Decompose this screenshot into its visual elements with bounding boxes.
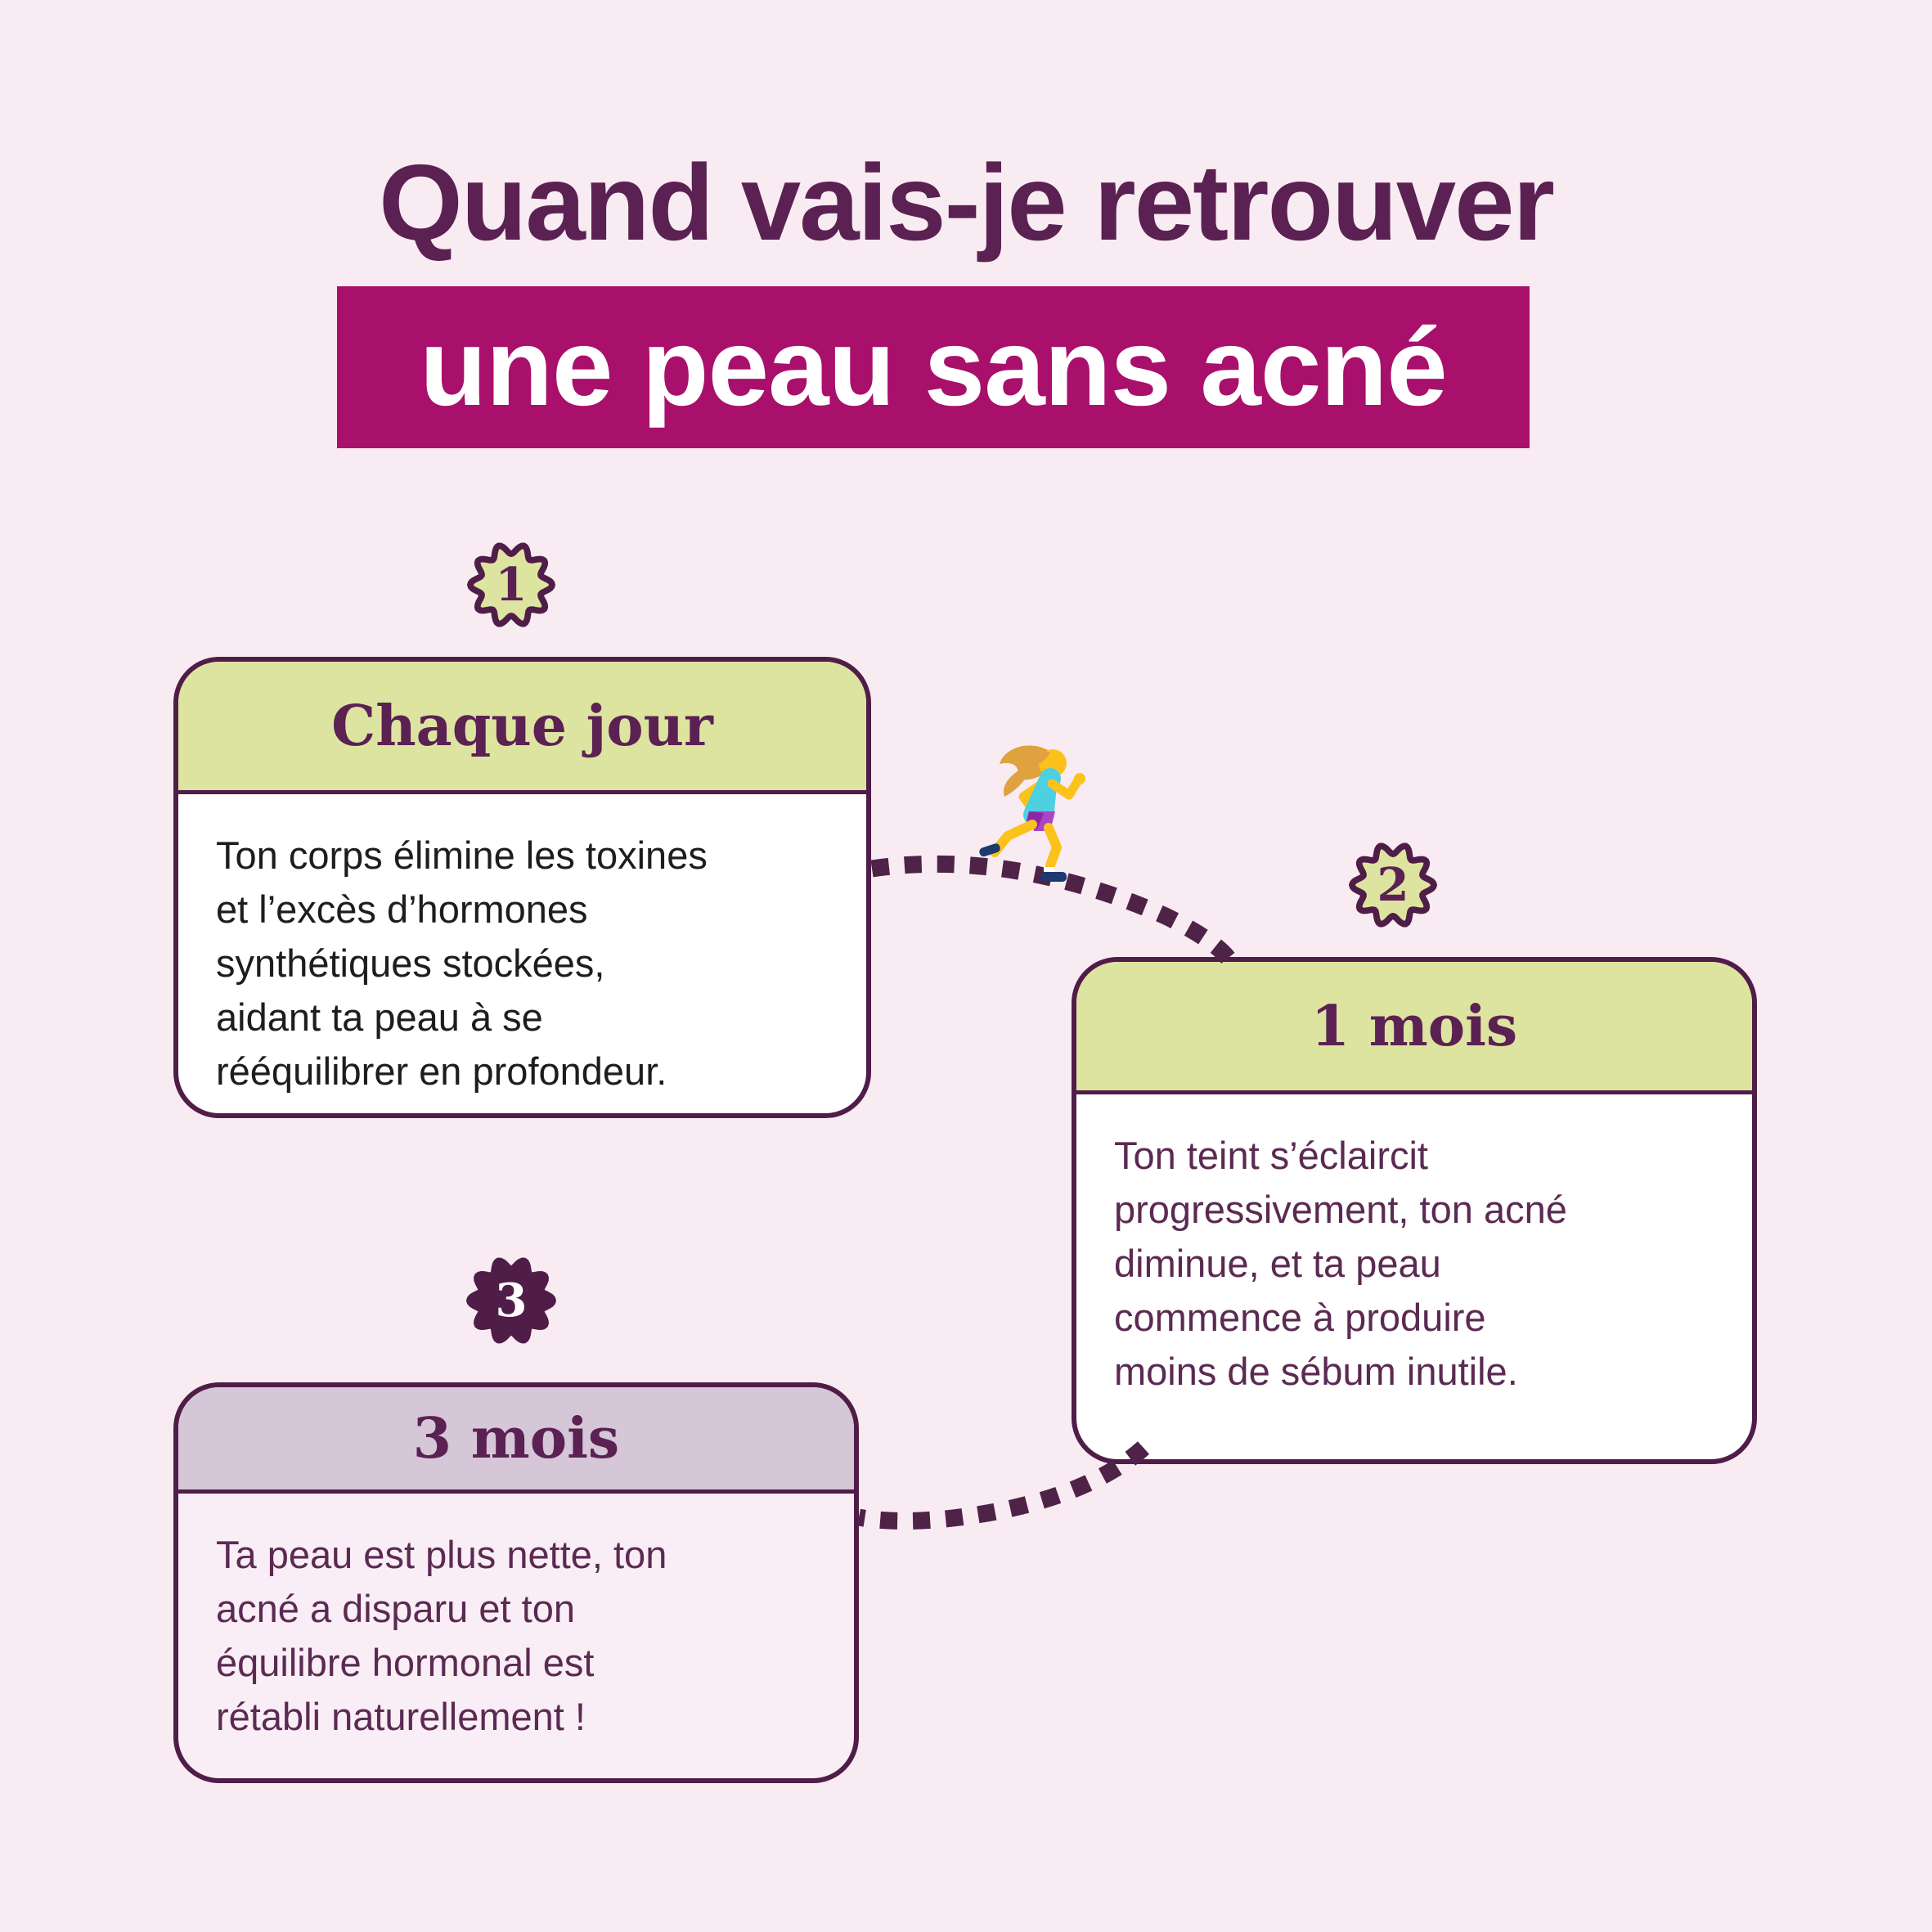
step-3-badge: 3: [465, 1255, 557, 1346]
step-2-card: 1 mois Ton teint s’éclaircit progressive…: [1072, 957, 1757, 1464]
step-2-header: 1 mois: [1076, 962, 1752, 1094]
step-2-number: 2: [1377, 858, 1409, 912]
step-3-number: 3: [495, 1274, 528, 1328]
text-line: Ton corps élimine les toxines: [216, 833, 708, 877]
step-3-text: Ta peau est plus nette, ton acné a dispa…: [178, 1494, 854, 1744]
seal-icon: [465, 1257, 557, 1344]
text-line: commence à produire: [1114, 1296, 1486, 1339]
seal-icon: [1348, 842, 1438, 928]
woman-running-icon: [979, 745, 1085, 882]
text-line: Ton teint s’éclaircit: [1114, 1134, 1428, 1177]
text-line: progressivement, ton acné: [1114, 1188, 1567, 1231]
step-1-badge: 1: [466, 540, 556, 630]
step-3-card: 3 mois Ta peau est plus nette, ton acné …: [173, 1382, 859, 1783]
text-line: Ta peau est plus nette, ton: [216, 1533, 667, 1576]
step-2-text: Ton teint s’éclaircit progressivement, t…: [1076, 1094, 1752, 1399]
text-line: moins de sébum inutile.: [1114, 1350, 1518, 1393]
step-1-card: Chaque jour Ton corps élimine les toxine…: [173, 657, 871, 1118]
step-3-header: 3 mois: [178, 1387, 854, 1494]
seal-icon: [466, 542, 556, 627]
page-title-banner: une peau sans acné: [337, 286, 1530, 448]
text-line: aidant ta peau à se: [216, 995, 543, 1039]
page-title: Quand vais-je retrouver: [379, 142, 1555, 263]
text-line: diminue, et ta peau: [1114, 1242, 1441, 1285]
step-1-number: 1: [495, 558, 528, 612]
text-line: rétabli naturellement !: [216, 1695, 586, 1738]
step-1-text: Ton corps élimine les toxines et l’excès…: [178, 794, 866, 1099]
text-line: équilibre hormonal est: [216, 1641, 595, 1684]
step-2-badge: 2: [1348, 840, 1438, 930]
text-line: acné a disparu et ton: [216, 1587, 575, 1630]
text-line: et l’excès d’hormones: [216, 887, 588, 931]
text-line: synthétiques stockées,: [216, 941, 605, 985]
step-1-header: Chaque jour: [178, 662, 866, 794]
text-line: rééquilibrer en profondeur.: [216, 1049, 667, 1093]
